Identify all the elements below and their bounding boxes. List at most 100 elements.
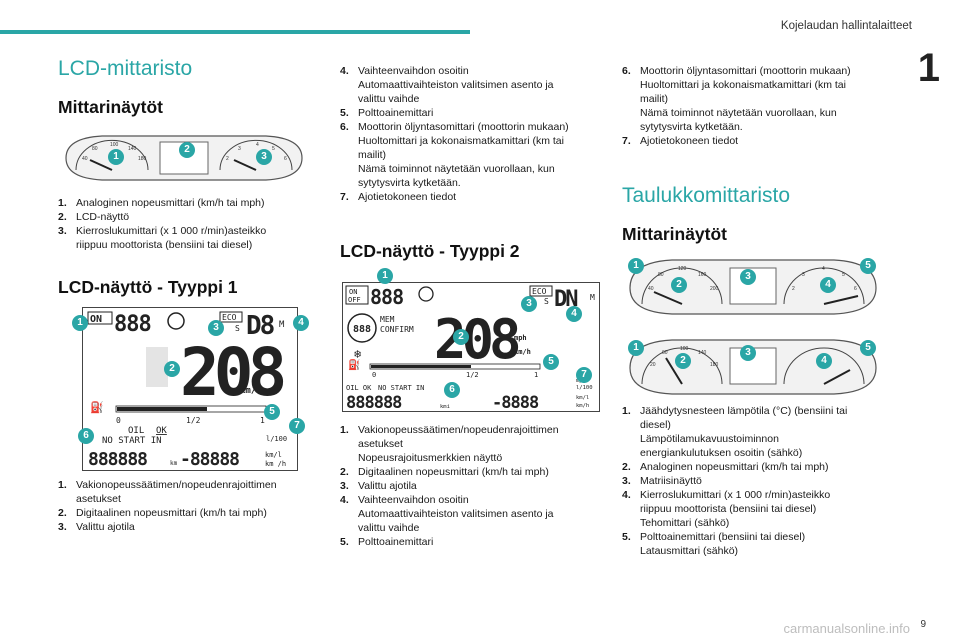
lcd-kmh-label: km/h — [514, 348, 531, 356]
lcd-nostart-label: NO START IN — [102, 436, 162, 446]
svg-text:❄: ❄ — [354, 347, 361, 361]
svg-text:-8888: -8888 — [492, 393, 539, 412]
badge: 1 — [628, 340, 644, 356]
chapter-number: 1 — [917, 46, 940, 90]
lcd-m-label: M — [590, 293, 595, 302]
svg-text:40: 40 — [82, 156, 88, 162]
badge: 3 — [256, 149, 272, 165]
subsection-title: LCD-näyttö - Tyyppi 2 — [340, 241, 520, 261]
lcd-fuel-half: 1/2 — [186, 416, 201, 425]
lcd-mph-label: mph — [514, 334, 527, 342]
badge: 4 — [820, 277, 836, 293]
badge: 6 — [78, 428, 94, 444]
svg-text:4: 4 — [822, 266, 825, 272]
list-item: 1.Jäähdytysnesteen lämpötila (°C) (bensi… — [622, 405, 848, 459]
badge: 1 — [108, 149, 124, 165]
svg-text:160: 160 — [698, 272, 707, 278]
svg-text:-88888: -88888 — [180, 449, 239, 470]
badge: 2 — [164, 361, 180, 377]
legend-list: 1.Vakionopeussäätimen/nopeudenrajoittime… — [340, 423, 602, 549]
header-accent-bar — [0, 30, 470, 34]
list-item: 3.Valittu ajotila — [340, 480, 417, 492]
svg-text:3: 3 — [238, 146, 241, 152]
svg-text:5: 5 — [842, 272, 845, 278]
lcd-nostart-label: NO START IN — [378, 384, 424, 392]
svg-text:100: 100 — [680, 346, 689, 352]
svg-text:180: 180 — [710, 362, 719, 368]
lcd-kml-label: km/l — [265, 451, 282, 459]
lcd-off-label: OFF — [348, 296, 361, 304]
svg-text:4: 4 — [256, 142, 259, 148]
svg-text:20: 20 — [650, 362, 656, 368]
svg-text:6: 6 — [284, 156, 287, 162]
section-title: Taulukkomittaristo — [622, 184, 791, 207]
badge: 1 — [628, 258, 644, 274]
svg-text:⛽: ⛽ — [90, 401, 104, 414]
list-item: 1.Analoginen nopeusmittari (km/h tai mph… — [58, 197, 265, 209]
legend-list: 1.Jäähdytysnesteen lämpötila (°C) (bensi… — [622, 404, 884, 558]
list-item: 6.Moottorin öljyntasomittari (moottorin … — [622, 65, 851, 133]
lcd-kmi-label: kmi — [440, 404, 450, 410]
legend-list: 1.Vakionopeussäätimen/nopeudenrajoittime… — [58, 478, 310, 534]
badge: 3 — [740, 345, 756, 361]
subsection-title: Mittarinäytöt — [622, 224, 727, 244]
list-item: 5.Polttoainemittari — [340, 536, 434, 548]
legend-list: 1.Analoginen nopeusmittari (km/h tai mph… — [58, 196, 308, 252]
badge: 4 — [816, 353, 832, 369]
svg-text:888888: 888888 — [88, 449, 147, 470]
badge: 4 — [566, 306, 582, 322]
lcd-km-label: km — [170, 460, 178, 467]
list-item: 4.Kierroslukumittari (x 1 000 r/min)aste… — [622, 489, 831, 529]
lcd-fuel-zero: 0 — [116, 416, 121, 425]
list-item: 5.Polttoainemittari (bensiini tai diesel… — [622, 531, 806, 557]
svg-text:80: 80 — [658, 272, 664, 278]
badge: 7 — [289, 418, 305, 434]
lcd-s-label: S — [544, 297, 549, 306]
svg-text:888: 888 — [353, 324, 371, 335]
list-item: 3.Valittu ajotila — [58, 521, 135, 533]
lcd-fuel-one: 1 — [260, 416, 265, 425]
lcd-l100-label: l/100 — [266, 435, 287, 443]
list-item: 2.Digitaalinen nopeusmittari (km/h tai m… — [58, 507, 267, 519]
svg-text:2: 2 — [226, 156, 229, 162]
watermark: carmanualsonline.info — [783, 621, 910, 636]
svg-text:140: 140 — [128, 146, 137, 152]
svg-text:60: 60 — [662, 350, 668, 356]
badge: 2 — [453, 329, 469, 345]
subsection-title: LCD-näyttö - Tyyppi 1 — [58, 277, 238, 297]
list-item: 6.Moottorin öljyntasomittari (moottorin … — [340, 121, 569, 189]
svg-text:2: 2 — [792, 286, 795, 292]
svg-text:888: 888 — [370, 285, 403, 309]
svg-text:200: 200 — [710, 286, 719, 292]
lcd-kml-label: km/l — [576, 395, 589, 401]
lcd-oil-label: OIL — [128, 426, 144, 436]
legend-list: 6.Moottorin öljyntasomittari (moottorin … — [622, 64, 884, 148]
lcd-type1-figure: ON 888 ECO S D8 M 208 km/h ⛽ 0 1/2 1 OIL… — [82, 307, 298, 471]
lcd-digital-speed: 208 — [180, 334, 283, 411]
svg-text:140: 140 — [698, 350, 707, 356]
lcd-eco-label: ECO — [532, 287, 547, 296]
svg-text:100: 100 — [110, 142, 119, 148]
badge: 6 — [444, 382, 460, 398]
svg-text:3: 3 — [802, 272, 805, 278]
lcd-confirm-label: CONFIRM — [380, 325, 414, 334]
lcd-mem-label: MEM — [380, 315, 395, 324]
list-item: 1.Vakionopeussäätimen/nopeudenrajoittime… — [58, 479, 277, 505]
list-item: 3.Kierroslukumittari (x 1 000 r/min)aste… — [58, 225, 267, 251]
badge: 5 — [543, 354, 559, 370]
lcd-fuel-zero: 0 — [372, 371, 376, 379]
list-item: 2.Digitaalinen nopeusmittari (km/h tai m… — [340, 466, 549, 478]
badge: 2 — [179, 142, 195, 158]
page-number: 9 — [920, 619, 926, 630]
badge: 5 — [264, 404, 280, 420]
lcd-kmh-label: km/h — [240, 386, 262, 396]
lcd-s-label: S — [235, 324, 240, 333]
lcd-on-label: ON — [349, 288, 357, 296]
badge: 3 — [740, 269, 756, 285]
list-item: 7.Ajotietokoneen tiedot — [622, 135, 739, 147]
